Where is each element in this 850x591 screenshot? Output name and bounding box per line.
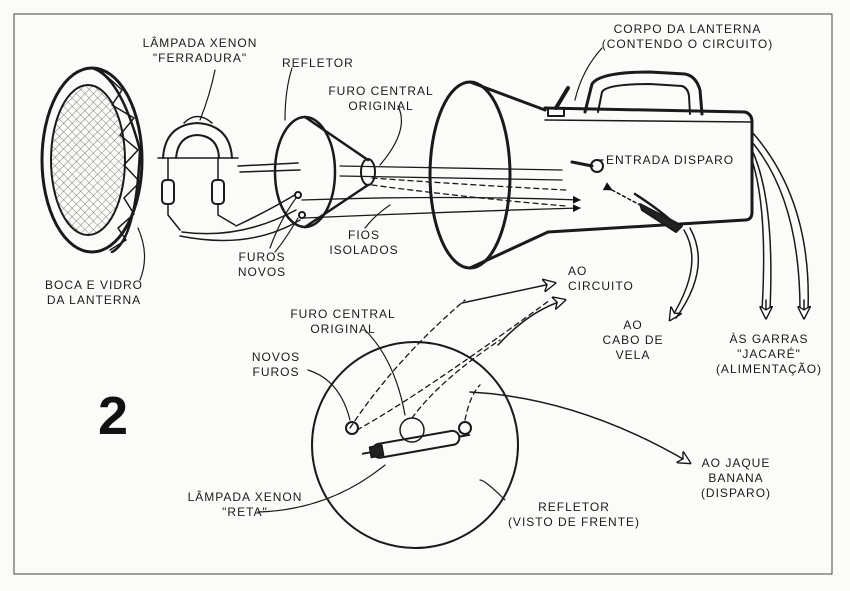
label-insulated-wires: FIOS ISOLADOS [326, 228, 402, 258]
label-line: BOCA E VIDRO [44, 278, 144, 292]
label-line: (CONTENDO O CIRCUITO) [601, 37, 774, 51]
label-line: CABO DE [602, 333, 664, 347]
label-mouth-glass: BOCA E VIDRO DA LANTERNA [24, 278, 164, 308]
label-line: FUROS [238, 250, 286, 264]
label-line: NOVOS [251, 350, 301, 364]
label-banana-jack: AO JAQUE BANANA (DISPARO) [688, 456, 784, 501]
label-line: FURO CENTRAL [290, 307, 396, 321]
label-line: "RETA" [222, 505, 268, 519]
label-line: NOVOS [237, 265, 287, 279]
label-line: "JACARÉ" [737, 347, 801, 361]
label-line: (ALIMENTAÇÃO) [715, 362, 823, 376]
label-to-spark-cable: AO CABO DE VELA [600, 318, 666, 363]
label-central-hole-front: FURO CENTRAL ORIGINAL [284, 307, 402, 337]
label-line: FIOS [347, 228, 380, 242]
label-line: LÂMPADA XENON [142, 36, 258, 50]
label-line: DA LANTERNA [46, 293, 142, 307]
label-line: FURO CENTRAL [328, 84, 434, 98]
label-new-holes: FUROS NOVOS [232, 250, 292, 280]
label-horseshoe-lamp: LÂMPADA XENON "FERRADURA" [130, 36, 270, 66]
label-line: ISOLADOS [329, 243, 399, 257]
label-line: VELA [615, 348, 651, 362]
label-line: ORIGINAL [310, 322, 376, 336]
label-central-hole: FURO CENTRAL ORIGINAL [322, 84, 440, 114]
reflector-front-view [311, 299, 551, 549]
reflector-side-view [273, 115, 376, 229]
label-line: CIRCUITO [568, 279, 634, 293]
label-line: (VISTO DE FRENTE) [507, 515, 641, 529]
label-line: CORPO DA LANTERNA [613, 22, 762, 36]
label-line: (DISPARO) [700, 486, 772, 500]
label-new-holes-front: NOVOS FUROS [244, 350, 308, 380]
label-line: AO [623, 318, 643, 332]
label-line: BANANA [708, 471, 764, 485]
label-line: "FERRADURA" [152, 51, 248, 65]
label-reflector: REFLETOR [282, 56, 354, 70]
flashlight-body [428, 70, 809, 311]
horseshoe-xenon-lamp [157, 115, 239, 231]
label-line: AO [568, 264, 588, 278]
label-straight-lamp: LÂMPADA XENON "RETA" [180, 490, 310, 520]
label-to-circuit: AO CIRCUITO [568, 264, 634, 294]
label-trigger-input: ENTRADA DISPARO [606, 153, 735, 167]
lantern-mouth-glass [40, 66, 144, 254]
label-line: ÀS GARRAS [729, 332, 809, 346]
label-body: CORPO DA LANTERNA (CONTENDO O CIRCUITO) [600, 22, 775, 52]
label-line: AO JAQUE [701, 456, 771, 470]
label-reflector-front: REFLETOR (VISTO DE FRENTE) [504, 500, 644, 530]
label-line: FUROS [252, 365, 300, 379]
label-line: LÂMPADA XENON [187, 490, 303, 504]
figure-number: 2 [98, 386, 129, 446]
label-alligator-clips: ÀS GARRAS "JACARÉ" (ALIMENTAÇÃO) [712, 332, 826, 377]
label-line: ORIGINAL [348, 99, 414, 113]
label-line: REFLETOR [538, 500, 610, 514]
